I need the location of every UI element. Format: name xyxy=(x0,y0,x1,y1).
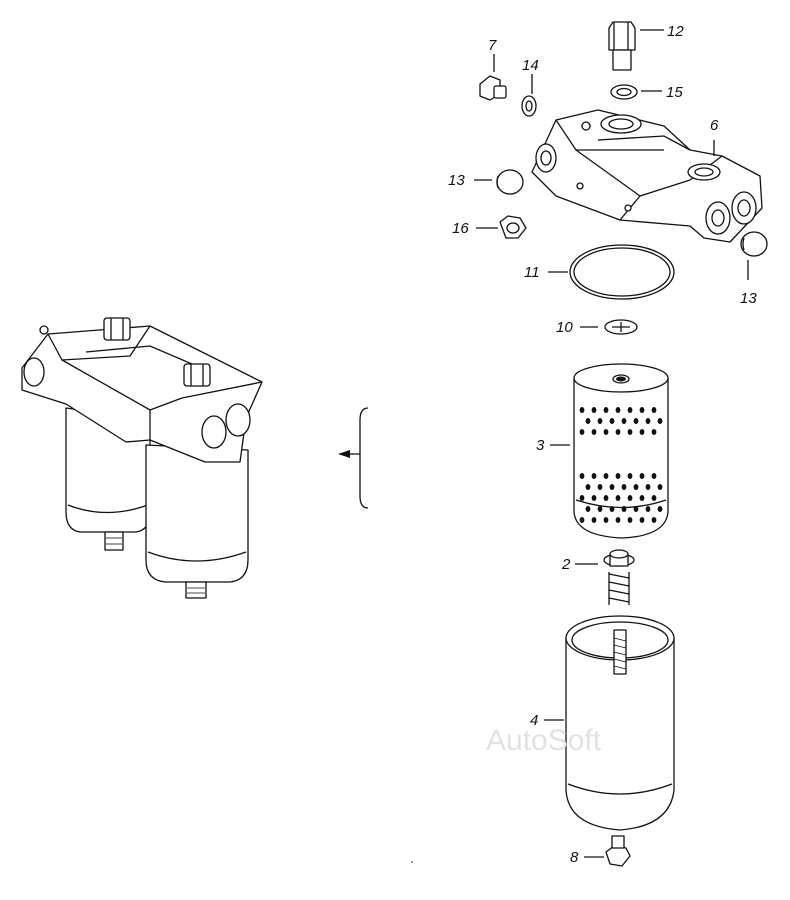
label-part-10: 10 xyxy=(556,319,573,336)
part-12-bolt xyxy=(608,21,664,71)
part-4-housing-bowl xyxy=(544,615,675,831)
label-part-6: 6 xyxy=(710,117,719,134)
part-13-plug-right xyxy=(740,231,768,280)
perforation-hole xyxy=(615,517,621,523)
part-3-filter-element xyxy=(550,363,669,539)
perforation-hole xyxy=(591,473,597,479)
perforation-hole xyxy=(579,473,585,479)
perforation-hole xyxy=(585,506,591,512)
part-10-seat xyxy=(580,319,638,335)
perforation-hole xyxy=(615,495,621,501)
watermark: AutoSoft xyxy=(486,724,602,757)
label-part-4: 4 xyxy=(530,712,538,729)
perforation-hole xyxy=(591,517,597,523)
perforation-hole xyxy=(639,473,645,479)
perforation-hole xyxy=(633,506,639,512)
label-part-12: 12 xyxy=(667,23,684,40)
perforation-hole xyxy=(597,484,603,490)
assembly-arrow xyxy=(338,450,360,458)
perforation-hole xyxy=(651,473,657,479)
perforation-hole xyxy=(621,418,627,424)
label-part-8: 8 xyxy=(570,849,579,866)
part-11-sealing-ring xyxy=(548,244,675,300)
assembled-filter-illustration xyxy=(21,317,263,599)
part-16-plug xyxy=(476,215,527,239)
perforation-hole xyxy=(609,506,615,512)
perforation-hole xyxy=(645,418,651,424)
perforation-hole xyxy=(609,484,615,490)
label-part-3: 3 xyxy=(536,437,545,454)
label-part-14: 14 xyxy=(522,57,539,74)
perforation-hole xyxy=(651,495,657,501)
part-14-washer xyxy=(521,74,537,117)
part-6-filter-head xyxy=(531,109,763,243)
label-part-13-left: 13 xyxy=(448,172,465,189)
perforation-hole xyxy=(651,407,657,413)
part-2-spring-valve xyxy=(575,549,635,605)
perforation-hole xyxy=(633,418,639,424)
label-part-11: 11 xyxy=(524,264,540,281)
filter-perforations xyxy=(579,407,663,523)
part-15-washer xyxy=(610,84,662,100)
label-part-16: 16 xyxy=(452,220,469,237)
perforation-hole xyxy=(657,506,663,512)
perforation-hole xyxy=(579,517,585,523)
part-8-drain-plug xyxy=(584,835,631,867)
perforation-hole xyxy=(615,407,621,413)
assembly-bracket xyxy=(359,407,369,509)
perforation-hole xyxy=(591,429,597,435)
perforation-hole xyxy=(639,407,645,413)
perforation-hole xyxy=(603,429,609,435)
perforation-hole xyxy=(597,506,603,512)
perforation-hole xyxy=(579,407,585,413)
perforation-hole xyxy=(639,495,645,501)
perforation-hole xyxy=(639,429,645,435)
perforation-hole xyxy=(651,517,657,523)
perforation-hole xyxy=(627,473,633,479)
perforation-hole xyxy=(597,418,603,424)
perforation-hole xyxy=(609,418,615,424)
label-part-13-right: 13 xyxy=(740,290,757,307)
perforation-hole xyxy=(579,429,585,435)
perforation-hole xyxy=(585,484,591,490)
perforation-hole xyxy=(657,418,663,424)
part-13-plug-left xyxy=(474,169,524,195)
perforation-hole xyxy=(633,484,639,490)
perforation-hole xyxy=(627,429,633,435)
stray-dot xyxy=(411,861,413,863)
perforation-hole xyxy=(591,407,597,413)
perforation-hole xyxy=(627,517,633,523)
perforation-hole xyxy=(603,473,609,479)
label-part-2: 2 xyxy=(561,556,571,573)
perforation-hole xyxy=(615,429,621,435)
perforation-hole xyxy=(585,418,591,424)
perforation-hole xyxy=(603,495,609,501)
label-part-7: 7 xyxy=(488,37,497,54)
perforation-hole xyxy=(621,484,627,490)
perforation-hole xyxy=(615,473,621,479)
label-part-15: 15 xyxy=(666,84,683,101)
perforation-hole xyxy=(621,506,627,512)
perforation-hole xyxy=(645,484,651,490)
perforation-hole xyxy=(603,407,609,413)
perforation-hole xyxy=(627,407,633,413)
perforation-hole xyxy=(603,517,609,523)
perforation-hole xyxy=(591,495,597,501)
perforation-hole xyxy=(627,495,633,501)
perforation-hole xyxy=(657,484,663,490)
perforation-hole xyxy=(579,495,585,501)
perforation-hole xyxy=(639,517,645,523)
perforation-hole xyxy=(651,429,657,435)
part-7-plug xyxy=(479,54,507,101)
perforation-hole xyxy=(645,506,651,512)
